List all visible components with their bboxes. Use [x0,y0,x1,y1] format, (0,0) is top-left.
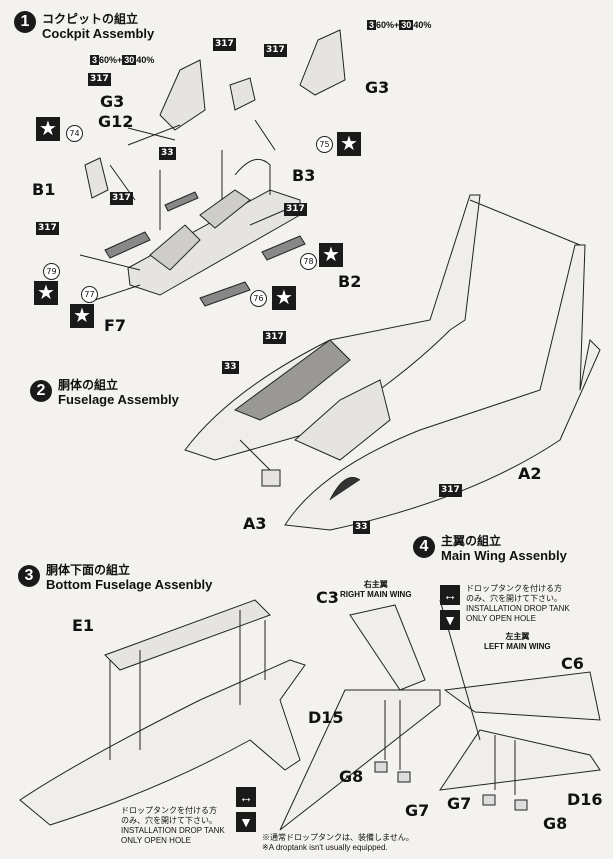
part-label-f7: F7 [104,316,127,335]
part-label-g3-right: G3 [365,78,390,97]
paint-code-317: 317 [439,484,462,497]
decal-number: 79 [43,263,60,280]
right-wing-label: 右主翼 RIGHT MAIN WING [340,580,412,599]
step-title-jp: 胴体の組立 [58,378,119,392]
decal-number: 77 [81,286,98,303]
paint-code-33: 33 [159,147,176,160]
star-decal-icon: ★ [319,243,343,267]
seat-right-drawing [299,29,346,96]
paint-code-33: 33 [222,361,239,374]
drill-icon: ▼ [440,610,460,630]
step-number: 2 [30,380,52,402]
part-label-a2: A2 [518,464,542,483]
drill-icon: ▼ [236,812,256,832]
part-label-c3: C3 [316,588,339,607]
step-title-en: Fuselage Assembly [58,392,179,407]
step-number: 4 [413,536,435,558]
paint-code-317: 317 [213,38,236,51]
decal-number: 78 [300,253,317,270]
step-number: 1 [14,11,36,33]
paint-code-317: 317 [88,73,111,86]
step-title-jp: 胴体下面の組立 [46,563,131,577]
decal-number: 76 [250,290,267,307]
bottom-fuselage-drawing [19,659,306,826]
paint-code-317: 317 [263,331,286,344]
bottom-panel-drawing [104,599,271,671]
part-label-b3: B3 [292,166,316,185]
seat-left-drawing [159,59,206,131]
part-label-g8: G8 [339,767,364,786]
drill-hole-icon: ↔ [236,787,256,807]
step-number: 3 [18,565,40,587]
paint-code-317: 317 [284,203,307,216]
part-label-b1: B1 [32,180,56,199]
drop-tank-note: ドロップタンクを付ける方 のみ、穴を開けて下さい。 INSTALLATION D… [466,584,570,623]
part-label-g12: G12 [98,112,134,131]
star-decal-icon: ★ [34,281,58,305]
part-label-g7: G7 [405,801,430,820]
step-title-en: Cockpit Assembly [42,26,155,41]
part-label-e1: E1 [72,616,95,635]
paint-code-317: 317 [36,222,59,235]
paint-code-317: 317 [110,192,133,205]
right-wing-drawing [349,604,426,691]
footer-note: ※通常ドロップタンクは、装備しません。 ※A droptank isn't us… [262,833,414,852]
star-decal-icon: ★ [272,286,296,310]
step-title-jp: コクピットの組立 [42,12,139,26]
drill-hole-icon: ↔ [440,585,460,605]
paint-code-317: 317 [264,44,287,57]
part-label-g3: G3 [100,92,125,111]
part-label-g8-right: G8 [543,814,568,833]
left-wing-drawing [443,671,601,721]
step-title-en: Main Wing Assenbly [441,548,567,563]
star-decal-icon: ★ [36,117,60,141]
part-label-d16: D16 [567,790,603,809]
drop-tank-note: ドロップタンクを付ける方 のみ、穴を開けて下さい。 INSTALLATION D… [121,806,225,845]
part-label-b2: B2 [338,272,362,291]
star-decal-icon: ★ [70,304,94,328]
part-label-a3: A3 [243,514,267,533]
part-label-g7-right: G7 [447,794,472,813]
fuselage-full-drawing [284,244,601,531]
decal-number: 74 [66,125,83,142]
part-label-c6: C6 [561,654,584,673]
step-title-en: Bottom Fuselage Assenbly [46,577,213,592]
star-decal-icon: ★ [337,132,361,156]
decal-number: 75 [316,136,333,153]
paint-code-33: 33 [353,521,370,534]
step-title-jp: 主翼の組立 [441,534,502,548]
left-wing-label: 左主翼 LEFT MAIN WING [484,632,551,651]
part-label-d15: D15 [308,708,344,727]
